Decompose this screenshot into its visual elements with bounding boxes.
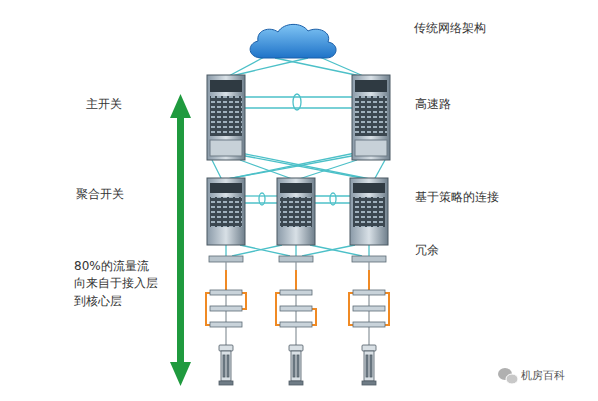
server-icon [223,355,225,377]
network-links [245,195,277,196]
server-icon [362,345,376,351]
server-icon [219,345,376,385]
watermark: 机房百科 [521,368,565,384]
port-channel-oval [330,193,336,205]
orange-stack-cable [225,270,227,290]
stack-switch [210,290,242,295]
server-icon [370,355,372,377]
aggregation-switch [280,183,312,193]
aggregation-switch [207,178,245,245]
access-switch [279,256,313,262]
green-double-arrow [170,94,191,386]
network-links [245,107,352,108]
network-links [315,195,350,196]
network-links [368,245,369,256]
orange-stack-cable [295,270,297,290]
access-uplink [368,262,369,345]
stack-switch [280,306,312,311]
network-links [225,245,226,256]
stack-switch [353,322,385,327]
aggregation-switch [280,197,312,227]
stack-switch [353,306,385,311]
stack-switch [280,290,312,295]
access-uplink [295,262,296,345]
network-links [232,245,282,256]
aggregation-switch [210,183,242,193]
server-icon [297,355,299,377]
network-links [295,245,296,256]
wechat-icon [506,374,518,384]
server-icon [219,381,233,385]
core-switch [210,96,242,136]
cloud [250,24,336,58]
server-icon [227,355,229,377]
network-links [240,245,290,256]
orange-stack-cable [368,270,370,290]
server-icon [293,355,295,377]
core-switch [207,75,390,160]
aggregation-switch [210,197,242,227]
stack-switch [280,322,312,327]
aggregation-switch [350,178,388,245]
server-icon [366,355,368,377]
access-uplink [225,262,226,345]
layer-label: 聚合开关 [76,186,124,203]
server-icon [362,381,376,385]
core-switch [355,80,387,92]
access-switch [209,256,386,262]
core-switch [352,75,390,160]
network-links [245,96,352,97]
aggregation-switch [353,183,385,193]
network-links [310,245,362,256]
server-icon [289,381,303,385]
layer-label: 主开关 [86,96,122,113]
wechat-icon [498,368,518,384]
green-double-arrow [170,362,191,386]
core-switch [210,140,242,156]
network-links [374,160,385,180]
green-double-arrow [177,112,184,367]
core-switch [207,75,245,160]
core-switch [355,96,387,136]
stack-switch [210,290,385,327]
access-switch [352,256,386,262]
server-icon [221,351,231,381]
port-channel-oval [293,94,301,110]
access-switch [209,256,243,262]
stack-switch [210,322,242,327]
orange-stack-cable [206,270,389,325]
aggregation-switch [207,178,388,245]
network-links [302,245,355,256]
server-icon [219,345,233,351]
server-icon [291,351,301,381]
green-double-arrow [170,94,191,118]
side-note: 冗余 [415,242,439,259]
aggregation-switch [277,178,315,245]
port-channel-oval [259,193,265,205]
access-uplink [226,262,369,345]
server-icon [289,345,303,351]
core-switch [210,80,242,92]
network-links [240,160,295,180]
aggregation-switch [353,197,385,227]
stack-switch [210,306,242,311]
side-note: 高速路 [415,96,451,113]
side-note: 基于策略的连接 [415,189,499,206]
port-channel-oval [259,94,336,205]
network-links [212,160,222,180]
server-icon [364,351,374,381]
diagram-title: 传统网络架构 [414,20,486,37]
core-switch [355,140,387,156]
traffic-note: 80%的流量流向来自于接入层到核心层 [74,258,160,310]
stack-switch [353,290,385,295]
